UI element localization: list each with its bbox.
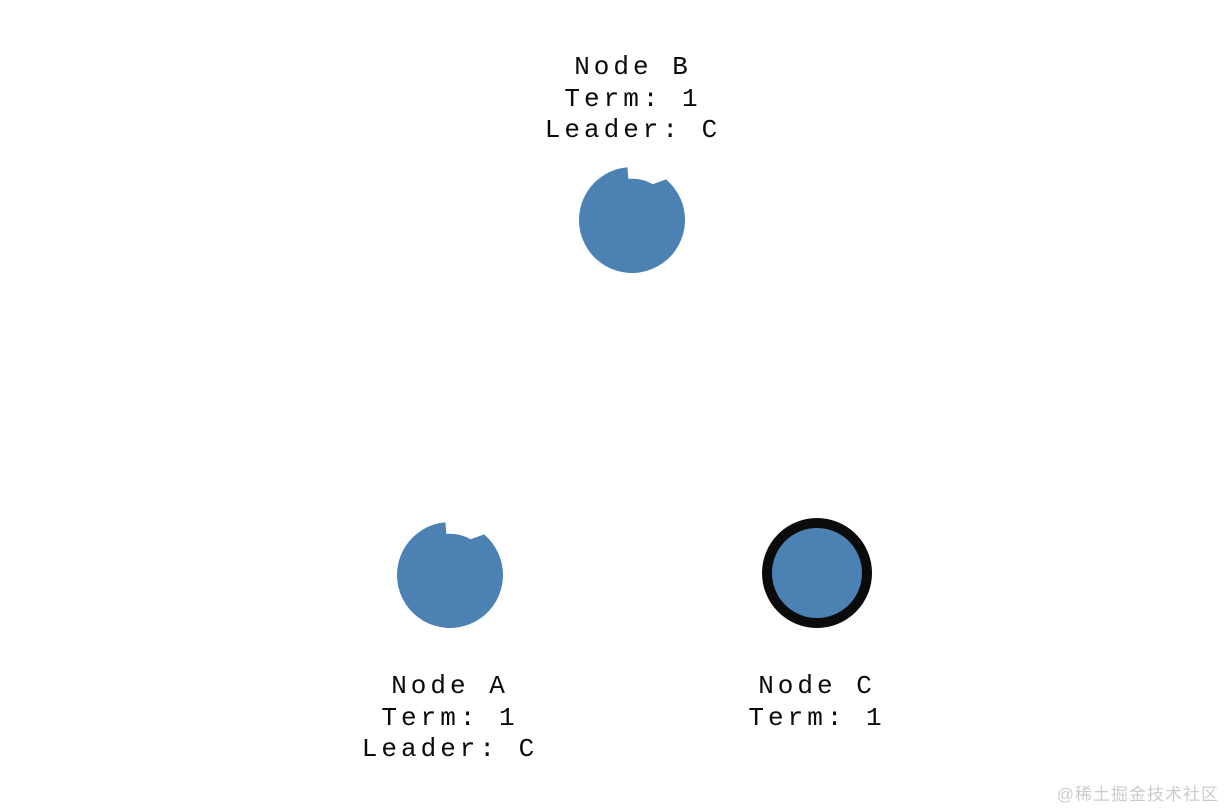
node-b-term: Term: 1 xyxy=(564,83,702,114)
node-b-circle-icon xyxy=(578,167,685,273)
node-c-term: Term: 1 xyxy=(748,702,886,733)
node-a-leader: Leader: C xyxy=(361,734,539,764)
node-a-circle-icon xyxy=(396,522,503,628)
node-c-leader-circle-icon xyxy=(762,518,872,628)
node-b-leader: Leader: C xyxy=(544,115,722,145)
watermark-text: @稀土掘金技术社区 xyxy=(1056,785,1219,804)
node-b-name: Node B xyxy=(574,52,692,82)
node-c-name: Node C xyxy=(758,671,876,701)
node-a-name: Node A xyxy=(391,671,509,701)
node-a-term: Term: 1 xyxy=(381,702,519,733)
